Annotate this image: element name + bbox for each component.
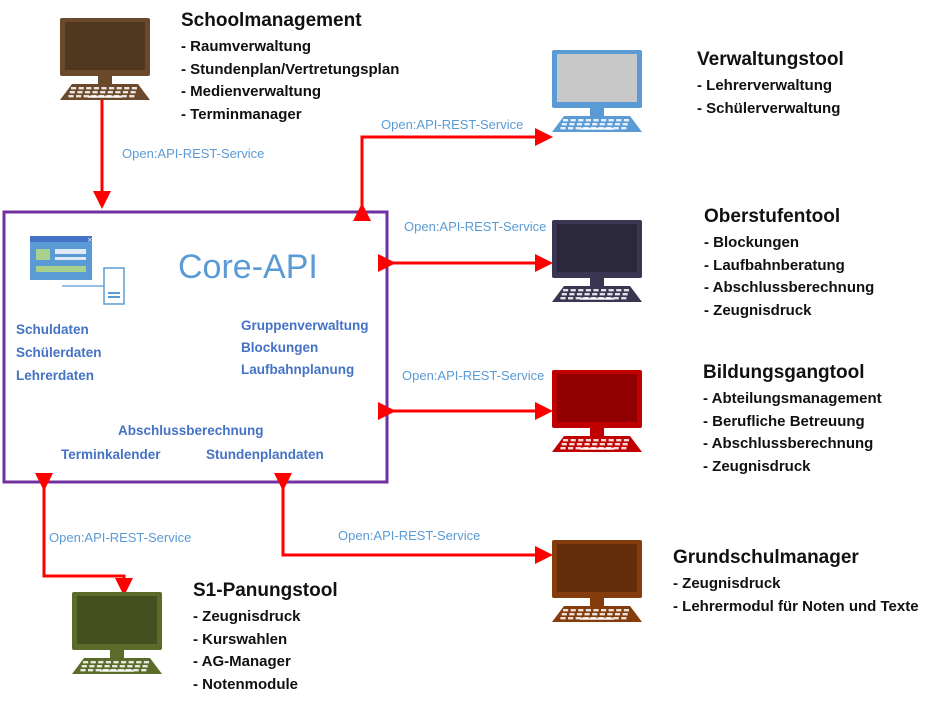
server-window-icon: × [30,236,125,305]
feature-item: Kurswahlen [193,629,338,652]
feature-item: Zeugnisdruck [704,300,874,323]
core-item: Blockungen [241,340,319,355]
svg-text:×: × [87,236,93,244]
monitor-layer [60,18,642,674]
core-item: Abschlussberechnung [118,423,264,438]
connection-label-schoolmanagement: Open:API-REST-Service [122,146,265,161]
core-item: Stundenplandaten [206,447,324,462]
connection-label-s1-panungstool: Open:API-REST-Service [49,530,192,545]
computer-icon [60,18,150,100]
connection-label-grundschulmanager: Open:API-REST-Service [338,528,481,543]
core-item: Schuldaten [16,322,89,337]
computer-icon [552,220,642,302]
feature-item: Stundenplan/Vertretungsplan [181,59,399,82]
arrow-s1-panungstool [35,473,133,596]
tool-verwaltungstool: Verwaltungstool Lehrerverwaltung Schüler… [697,49,844,120]
feature-item: Laufbahnberatung [704,255,874,278]
tool-s1-panungstool: S1-Panungstool Zeugnisdruck Kurswahlen A… [193,580,338,696]
feature-item: Notenmodule [193,674,338,697]
tool-title: Oberstufentool [704,206,841,227]
feature-item: Lehrerverwaltung [697,75,844,98]
feature-item: Lehrermodul für Noten und Texte [673,596,918,619]
feature-item: Zeugnisdruck [673,573,919,596]
tool-bildungsgangtool: Bildungsgangtool Abteilungsmanagement Be… [703,362,882,478]
feature-item: AG-Manager [193,651,338,674]
feature-item: Zeugnisdruck [193,606,338,629]
core-item: Schülerdaten [16,345,102,360]
arrow-verwaltungstool [353,128,553,221]
core-api-title: Core-API [178,248,318,286]
core-left-list: Schuldaten Schülerdaten Lehrerdaten [16,318,102,387]
feature-item: Blockungen [704,232,874,255]
connection-label-bildungsgangtool: Open:API-REST-Service [402,368,545,383]
feature-item: Abschlussberechnung [703,433,882,456]
tool-oberstufentool: Oberstufentool Blockungen Laufbahnberatu… [704,206,874,322]
core-item: Laufbahnplanung [241,362,355,377]
arrow-grundschulmanager [274,473,553,564]
computer-icon [552,50,642,132]
tool-title: Verwaltungstool [697,49,844,70]
tool-grundschulmanager: Grundschulmanager Zeugnisdruck Lehrermod… [673,547,919,618]
computer-icon [72,592,162,674]
core-item: Terminkalender [61,447,161,462]
core-item: Gruppenverwaltung [241,318,369,333]
tool-title: S1-Panungstool [193,580,338,601]
connection-label-verwaltungstool: Open:API-REST-Service [381,117,524,132]
feature-item: Abteilungsmanagement [703,388,882,411]
feature-item: Raumverwaltung [181,36,399,59]
connection-arrows [35,85,553,596]
tool-title: Schoolmanagement [181,10,362,31]
computer-icon [552,370,642,452]
feature-item: Zeugnisdruck [703,456,882,479]
feature-item: Terminmanager [181,104,399,127]
feature-item: Schülerverwaltung [697,98,844,121]
feature-item: Abschlussberechnung [704,277,875,300]
core-right-list: Gruppenverwaltung Blockungen Laufbahnpla… [241,315,369,381]
tool-title: Grundschulmanager [673,547,859,568]
feature-item: Berufliche Betreuung [703,411,882,434]
tool-title: Bildungsgangtool [703,362,865,383]
core-item: Lehrerdaten [16,368,95,383]
computer-icon [552,540,642,622]
feature-item: Medienverwaltung [181,81,399,104]
connection-label-oberstufentool: Open:API-REST-Service [404,219,547,234]
tool-schoolmanagement: Schoolmanagement Raumverwaltung Stundenp… [181,10,399,126]
